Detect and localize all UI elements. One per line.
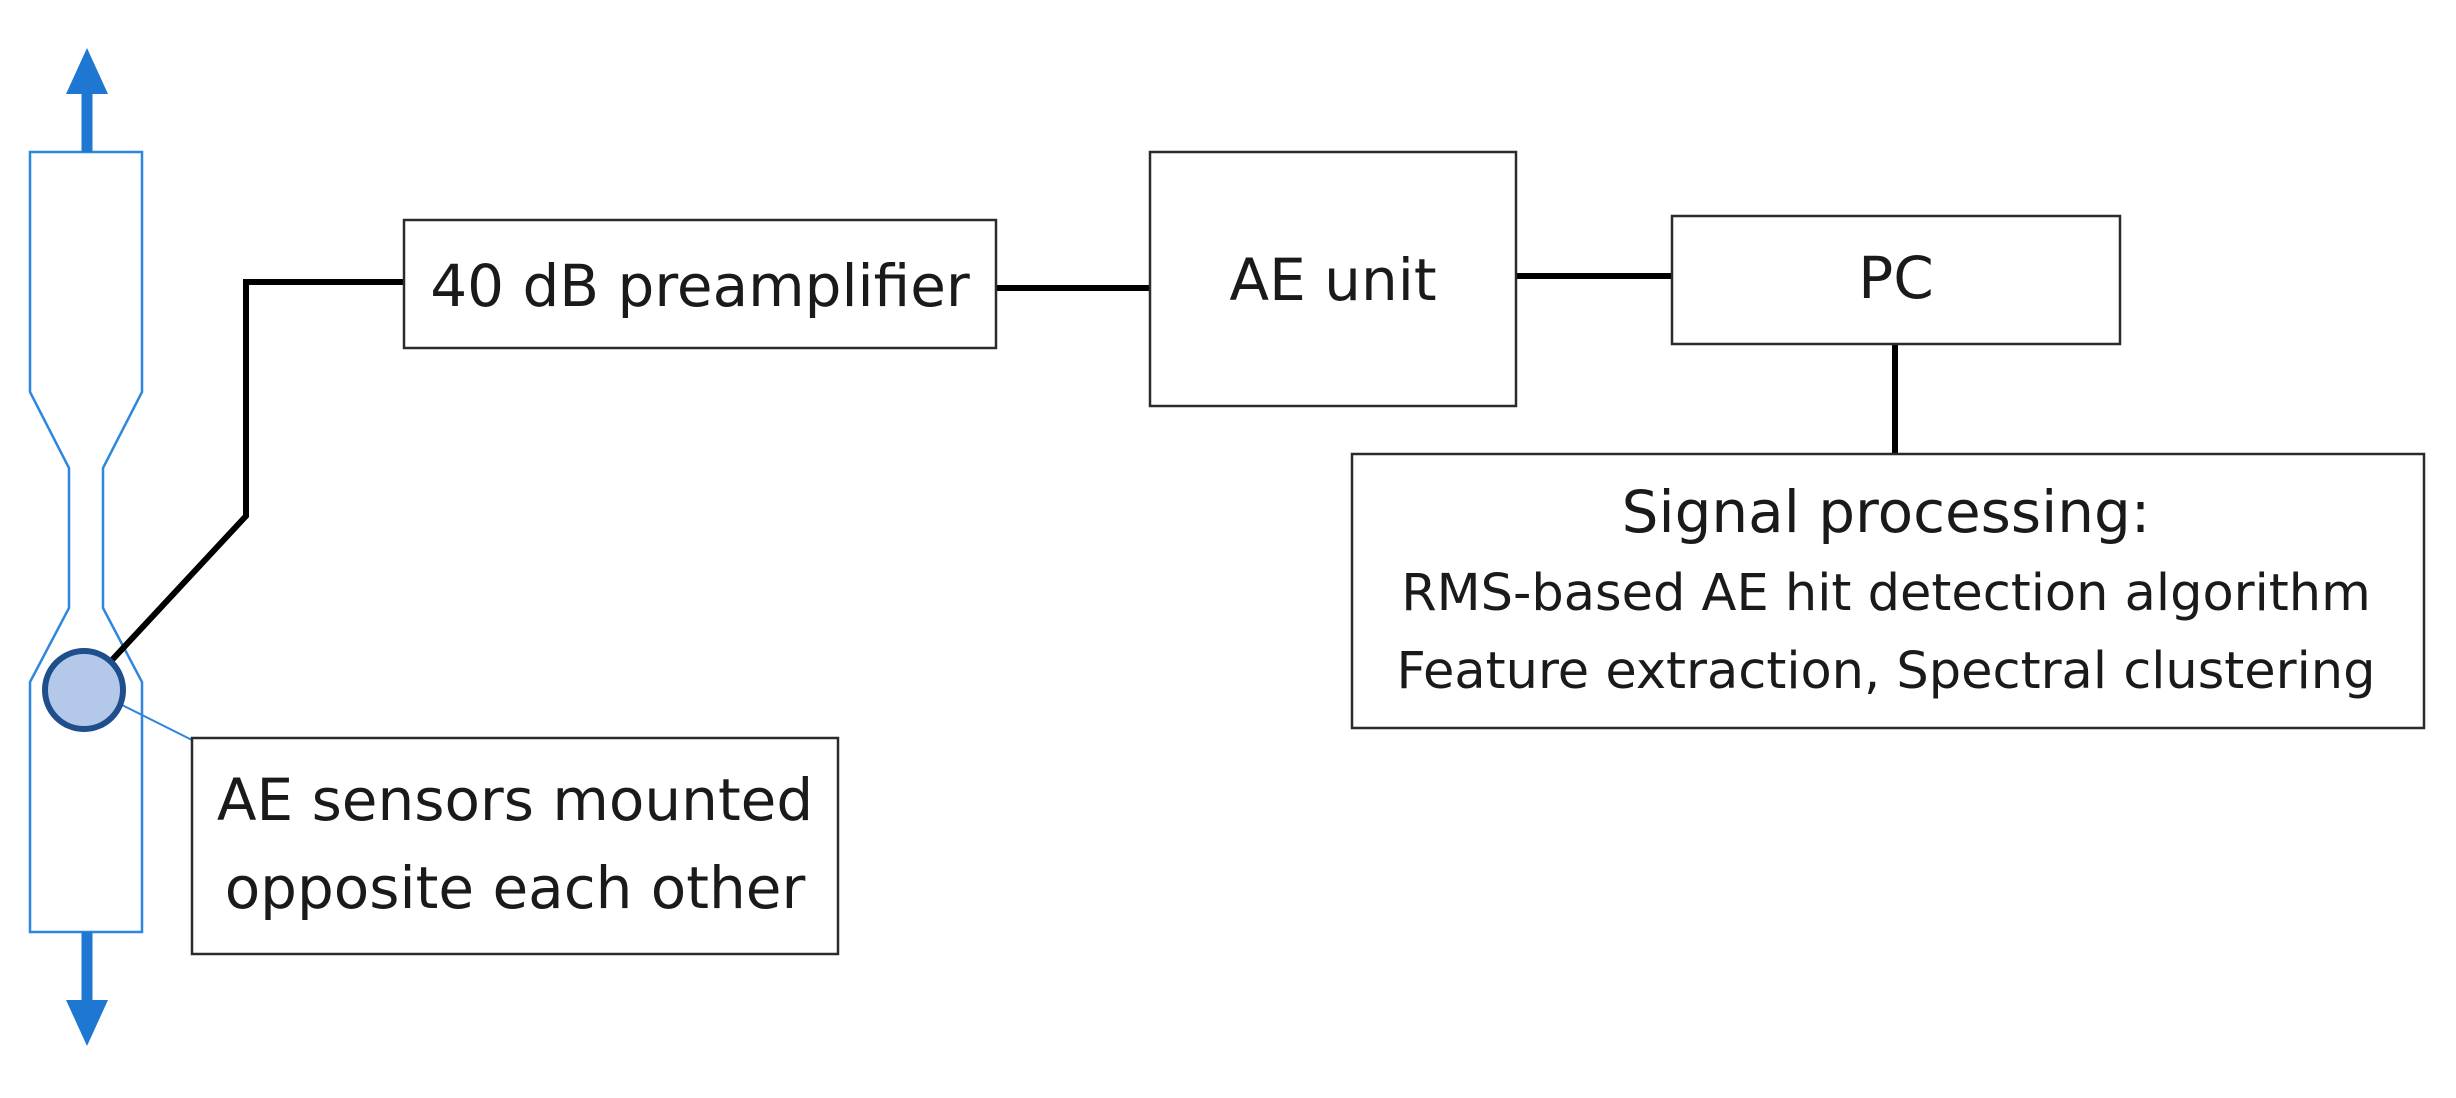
sensor-callout-leader (119, 703, 193, 741)
signal-processing-node: Signal processing: RMS-based AE hit dete… (1350, 452, 2426, 730)
ae-unit-node: AE unit (1148, 150, 1518, 408)
ae-sensor-icon (42, 648, 126, 732)
preamplifier-label: 40 dB preamplifier (430, 252, 970, 320)
signal-processing-line-2: RMS-based AE hit detection algorithm (1401, 564, 2371, 623)
sensor-callout-line-1: AE sensors mounted (217, 766, 813, 834)
sensor-callout-node: AE sensors mounted opposite each other (190, 736, 840, 956)
preamplifier-box (402, 218, 998, 350)
wire-sensor-preamplifier (107, 279, 407, 665)
pc-box (1670, 214, 2122, 346)
preamplifier-node: 40 dB preamplifier (402, 218, 998, 350)
ae-unit-box (1148, 150, 1518, 408)
tension-arrow-up-icon (66, 48, 108, 152)
tension-arrow-down-icon (66, 932, 108, 1046)
signal-processing-line-3: Feature extraction, Spectral clustering (1396, 642, 2375, 701)
sensor-callout-box (190, 736, 840, 956)
ae-unit-label: AE unit (1229, 246, 1436, 314)
signal-processing-box (1350, 452, 2426, 730)
sensor-callout-line-2: opposite each other (225, 854, 806, 922)
pc-node: PC (1670, 214, 2122, 346)
pc-label: PC (1858, 244, 1933, 312)
specimen-outline (28, 150, 144, 934)
specimen (28, 48, 144, 1046)
signal-processing-title: Signal processing: (1622, 478, 2151, 546)
